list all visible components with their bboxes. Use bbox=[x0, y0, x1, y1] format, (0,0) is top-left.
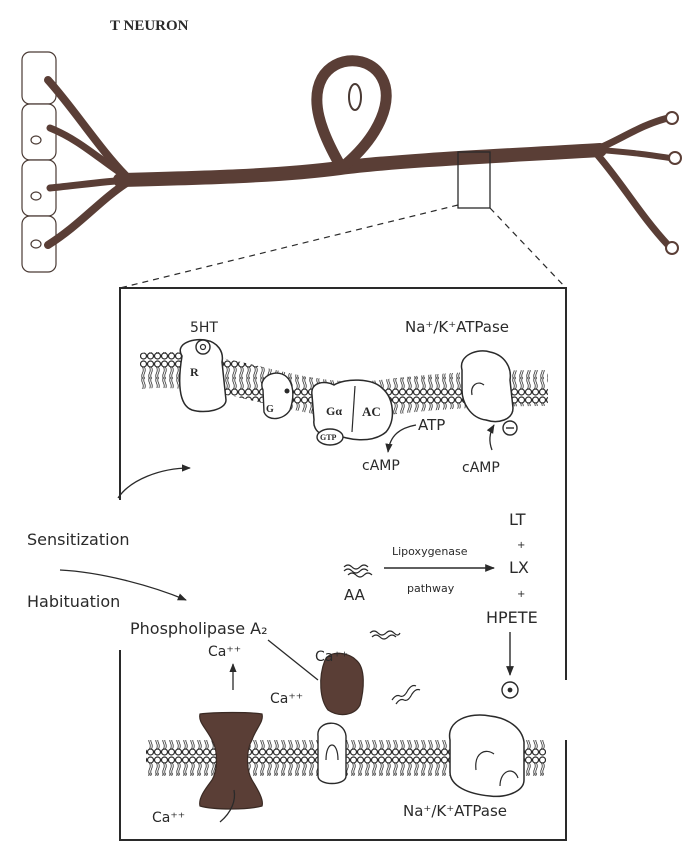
label-plus-1: + bbox=[517, 540, 525, 551]
label-camp-left: cAMP bbox=[362, 458, 400, 474]
label-plus-2: + bbox=[517, 589, 525, 600]
cell-body bbox=[317, 61, 386, 165]
label-camp-right: cAMP bbox=[462, 460, 500, 476]
neuron bbox=[22, 52, 681, 272]
serotonin-ligand-icon bbox=[196, 340, 210, 354]
label-pump-top: Na⁺/K⁺ATPase bbox=[405, 318, 509, 336]
label-lt: LT bbox=[509, 510, 526, 529]
g-alpha-adenylate-cyclase: Gα AC GTP bbox=[312, 380, 393, 445]
na-k-atpase-top bbox=[461, 351, 513, 422]
label-pathway: pathway bbox=[407, 582, 455, 595]
atp-to-camp-arrow bbox=[388, 425, 416, 452]
label-ca-bottom: Ca⁺⁺ bbox=[152, 810, 185, 826]
membrane-channel-small bbox=[318, 723, 346, 783]
label-ca-out: Ca⁺⁺ bbox=[208, 644, 241, 660]
g-protein-beta-gamma: G bbox=[262, 373, 293, 418]
label-ac: AC bbox=[362, 404, 381, 419]
dendrites-left bbox=[48, 80, 128, 245]
na-k-atpase-bottom bbox=[450, 715, 524, 796]
label-lx: LX bbox=[509, 558, 529, 577]
label-gtp: GTP bbox=[320, 433, 337, 442]
label-pump-bottom: Na⁺/K⁺ATPase bbox=[403, 802, 507, 820]
sensitization-arrow bbox=[118, 468, 190, 498]
label-5ht: 5HT bbox=[190, 320, 218, 336]
terminals-right bbox=[595, 112, 681, 254]
svg-text:R: R bbox=[190, 365, 199, 379]
label-g-alpha: Gα bbox=[326, 404, 342, 418]
serotonin-receptor: R 5HT bbox=[180, 320, 226, 412]
label-aa: AA bbox=[344, 586, 366, 604]
label-sensitization: Sensitization bbox=[27, 530, 130, 549]
free-fatty-acid-icons bbox=[370, 631, 420, 704]
zoom-lines bbox=[120, 205, 566, 288]
label-habituation: Habituation bbox=[27, 592, 120, 611]
label-lipoxygenase: Lipoxygenase bbox=[392, 545, 468, 558]
label-ca-pla-top: Ca⁺⁺ bbox=[315, 649, 348, 665]
svg-text:G: G bbox=[266, 404, 274, 415]
phospholipase-pointer bbox=[268, 640, 318, 680]
label-hpete: HPETE bbox=[486, 608, 538, 627]
label-atp: ATP bbox=[418, 416, 445, 434]
label-phospholipase: Phospholipase A₂ bbox=[130, 619, 267, 638]
title: T NEURON bbox=[110, 18, 189, 34]
arachidonic-acid-icon bbox=[344, 565, 372, 577]
label-ca-pla-left: Ca⁺⁺ bbox=[270, 691, 303, 707]
camp-to-pump-arrow bbox=[490, 425, 494, 450]
